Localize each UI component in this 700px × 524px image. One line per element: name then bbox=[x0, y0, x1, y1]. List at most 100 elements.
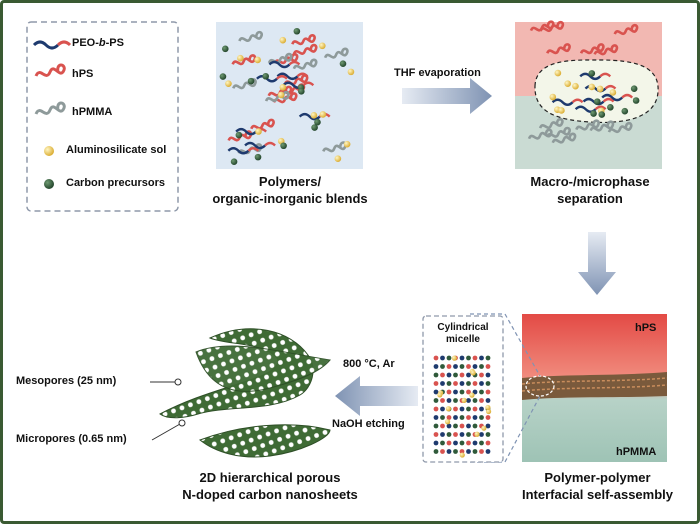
micelle-segment bbox=[459, 364, 465, 369]
peo-b-ps-chain-icon-ps bbox=[56, 40, 72, 47]
aluminosilicate-particle bbox=[609, 89, 617, 96]
micropores-callout-line bbox=[151, 423, 181, 441]
peo-b-ps-chain-ps bbox=[604, 84, 617, 90]
peo-b-ps-chain-ps bbox=[594, 105, 607, 111]
micelle-segment bbox=[453, 415, 458, 420]
nanosheet-bottom bbox=[198, 424, 331, 458]
micelle-segment bbox=[466, 449, 471, 454]
micelle-segment bbox=[453, 423, 458, 429]
mesopores-callout-dot bbox=[174, 378, 182, 386]
hps-coil bbox=[529, 20, 555, 32]
sheets-caption: 2D hierarchical porous N-doped carbon na… bbox=[182, 470, 358, 502]
peo-b-ps-chain-ps bbox=[302, 81, 315, 87]
micelle-segment bbox=[466, 364, 471, 369]
micelle-segment bbox=[446, 398, 452, 403]
micelle-segment bbox=[459, 372, 465, 378]
micelle-segment bbox=[472, 406, 478, 412]
micelle-segment bbox=[440, 398, 445, 403]
micelle-segment bbox=[472, 389, 478, 395]
legend-label-hpmma: hPMMA bbox=[72, 106, 113, 118]
hpmma-coil bbox=[323, 47, 349, 59]
hps-coil bbox=[231, 54, 257, 66]
aluminosilicate-particle bbox=[225, 80, 232, 87]
assembly-caption: Polymer-polymer Interfacial self-assembl… bbox=[521, 470, 674, 502]
hps-coil bbox=[613, 23, 639, 36]
micelle-segment bbox=[472, 423, 478, 429]
aluminosilicate-particle bbox=[588, 83, 596, 91]
aluminosilicate-particle bbox=[254, 56, 261, 64]
micelle-segment bbox=[485, 440, 491, 446]
micelle-segment bbox=[479, 398, 484, 403]
carbon-precursor-particle bbox=[262, 72, 269, 80]
hps-coil-icon bbox=[34, 63, 66, 77]
micelle-aluminosilicate bbox=[444, 419, 451, 425]
separation-caption: Macro-/microphase separation bbox=[530, 174, 650, 206]
aluminosilicate-particle bbox=[343, 140, 351, 148]
aluminosilicate-particle bbox=[319, 111, 327, 118]
carbon-precursor-particle bbox=[590, 110, 597, 117]
micelle-aluminosilicate bbox=[481, 425, 487, 431]
legend-label-aluminosilicate: Aluminosilicate sol bbox=[66, 144, 167, 156]
micelle-segment bbox=[440, 355, 445, 361]
micelle-segment bbox=[479, 355, 484, 361]
micelle-segment bbox=[453, 449, 458, 454]
aluminosilicate-particle bbox=[558, 107, 565, 114]
carbon-precursor-particle bbox=[588, 70, 596, 77]
micelle-segment bbox=[459, 415, 465, 420]
carbon-precursor-particle bbox=[630, 85, 638, 93]
micelle-segment bbox=[485, 415, 491, 420]
micelle-segment bbox=[459, 432, 465, 437]
green-sphere-icon bbox=[44, 179, 54, 189]
mesopores-label: Mesopores (25 nm) bbox=[16, 375, 117, 387]
micelle-aluminosilicate bbox=[437, 392, 443, 398]
micelle-segment bbox=[485, 381, 491, 386]
micelle-segment bbox=[440, 372, 445, 378]
hps-coil bbox=[546, 43, 571, 55]
carbon-precursor-particle bbox=[293, 27, 301, 35]
aluminosilicate-particle bbox=[237, 54, 244, 62]
legend-label-peo-b-ps: PEO-b-PS bbox=[72, 37, 124, 49]
cylindrical-micelle bbox=[433, 355, 492, 458]
hpmma-coil-icon bbox=[34, 101, 66, 115]
micelle-segment bbox=[453, 364, 458, 369]
carbon-precursor-particle bbox=[219, 73, 227, 80]
carbon-precursor-particle bbox=[632, 97, 640, 104]
hpmma-coil bbox=[527, 128, 553, 140]
carbon-precursor-particle bbox=[280, 142, 287, 150]
peo-b-ps-chain-ps bbox=[264, 141, 276, 147]
micelle-aluminosilicate bbox=[445, 406, 452, 412]
carbon-precursor-particle bbox=[311, 124, 318, 131]
separation-components bbox=[527, 20, 640, 144]
peo-b-ps-chain bbox=[601, 93, 624, 102]
hps-coil bbox=[579, 43, 605, 55]
micelle-segment bbox=[433, 440, 439, 446]
micelle-segment bbox=[433, 423, 439, 429]
micelle-segment bbox=[479, 432, 484, 437]
micelle-segment bbox=[485, 364, 491, 369]
micelle-segment bbox=[453, 389, 458, 395]
legend-label-carbon: Carbon precursors bbox=[66, 177, 166, 189]
micelle-segment bbox=[485, 389, 491, 395]
micelle-aluminosilicate bbox=[459, 452, 465, 458]
hpmma-coil bbox=[292, 58, 318, 70]
anneal-label-2: NaOH etching bbox=[332, 418, 405, 430]
hps-coil bbox=[250, 118, 275, 130]
blend-components bbox=[219, 27, 355, 166]
micelle-segment bbox=[440, 364, 445, 369]
micelle-segment bbox=[453, 398, 458, 403]
carbon-precursor-particle bbox=[221, 45, 229, 53]
micelle-segment bbox=[466, 355, 471, 361]
carbon-precursor-particle bbox=[254, 153, 262, 161]
micelle-segment bbox=[446, 364, 452, 369]
anneal-arrow bbox=[335, 376, 418, 416]
peo-b-ps-chain bbox=[551, 98, 574, 106]
micelle-segment bbox=[446, 449, 452, 454]
micelle-segment bbox=[479, 364, 484, 369]
hps-coil bbox=[539, 20, 565, 33]
micelle-segment bbox=[446, 432, 452, 437]
micelle-segment bbox=[440, 449, 445, 454]
micelle-segment bbox=[440, 423, 445, 429]
micelle-aluminosilicate bbox=[469, 392, 475, 398]
nanosheet-middle bbox=[195, 345, 331, 392]
micelle-segment bbox=[433, 389, 439, 395]
